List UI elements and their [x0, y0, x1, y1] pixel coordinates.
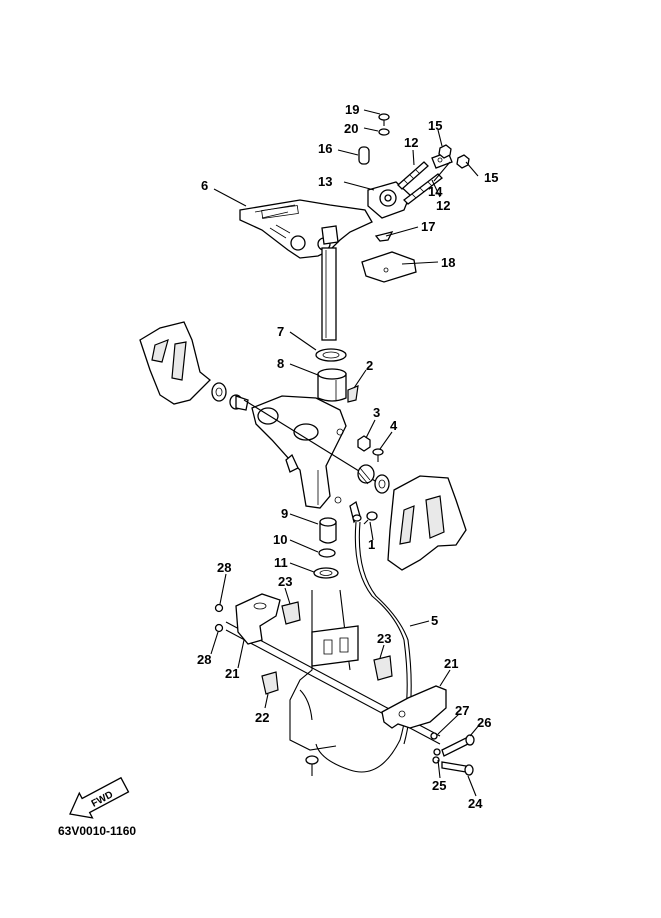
- callout-4: 4: [390, 418, 398, 433]
- callout-22: 22: [255, 710, 269, 725]
- lower-casing: [289, 589, 359, 751]
- callout-15-upper: 15: [428, 118, 442, 133]
- bolt-part-28-upper: [214, 603, 224, 613]
- callout-23-left: 23: [278, 574, 292, 589]
- callout-28-upper: 28: [217, 560, 231, 575]
- nut-part-3: [357, 435, 371, 452]
- callout-8: 8: [277, 356, 284, 371]
- pad-part-23-left: [281, 601, 301, 625]
- plate-part-2: [347, 385, 359, 403]
- callout-24: 24: [468, 796, 483, 811]
- callout-10: 10: [273, 532, 287, 547]
- callout-28-lower: 28: [197, 652, 211, 667]
- fwd-arrow-badge: FWD: [69, 776, 130, 819]
- pad-part-22: [261, 671, 279, 695]
- callout-1: 1: [368, 537, 375, 552]
- bolt-part-26: [441, 734, 475, 757]
- callout-13: 13: [318, 174, 332, 189]
- callout-16: 16: [318, 141, 332, 156]
- leader-lines: [210, 109, 481, 797]
- pin-part-16: [358, 146, 370, 165]
- callout-19: 19: [345, 102, 359, 117]
- washer-right: [374, 474, 390, 494]
- callout-5: 5: [431, 613, 438, 628]
- screw-bottom: [305, 755, 319, 776]
- right-clamp-bracket: [387, 475, 467, 571]
- callout-9: 9: [281, 506, 288, 521]
- washer-part-25: [432, 748, 441, 764]
- callout-15-lower: 15: [484, 170, 498, 185]
- bushing-part-9: [319, 517, 337, 544]
- screw-part-1: [363, 511, 378, 525]
- o-ring-part-10: [318, 548, 336, 558]
- bushing-part-8: [317, 368, 347, 402]
- through-shaft-line: [243, 399, 381, 485]
- bolt-left: [229, 394, 249, 411]
- spring-right: [357, 464, 375, 485]
- swivel-bracket: [251, 395, 347, 509]
- stud-bolt-part-12-upper: [397, 161, 429, 190]
- callout-6: 6: [201, 178, 208, 193]
- callout-12-lower: 12: [436, 198, 450, 213]
- washer-part-27: [430, 732, 438, 740]
- callout-21-right: 21: [444, 656, 458, 671]
- upper-mount-part-13: [367, 181, 411, 219]
- clip-part-17: [374, 231, 394, 242]
- washer-part-20: [378, 128, 390, 136]
- callout-14: 14: [428, 184, 443, 199]
- callout-12-upper: 12: [404, 135, 418, 150]
- screw-part-4: [372, 448, 384, 462]
- bushing-part-11: [313, 567, 339, 579]
- callout-20: 20: [344, 121, 358, 136]
- callout-25: 25: [432, 778, 446, 793]
- callout-11: 11: [274, 555, 288, 570]
- callout-27: 27: [455, 703, 469, 718]
- steering-bracket-part-6: [239, 199, 373, 259]
- callout-21-left: 21: [225, 666, 239, 681]
- callout-2: 2: [366, 358, 373, 373]
- steering-shaft: [321, 247, 337, 341]
- bolt-part-28-lower: [214, 623, 224, 633]
- callout-labels: 19 20 16 12 15 6 13 14 15 12 17 18 7 8 2…: [197, 102, 498, 811]
- callout-17: 17: [421, 219, 435, 234]
- callout-23-right: 23: [377, 631, 391, 646]
- bushing-part-7: [315, 348, 347, 362]
- callout-26: 26: [477, 715, 491, 730]
- ground-lead: [349, 500, 362, 524]
- nut-part-15-lower: [456, 154, 470, 169]
- bolt-part-24: [441, 761, 474, 776]
- pad-part-23-right: [373, 655, 393, 681]
- bolt-part-19: [378, 113, 390, 126]
- plate-part-18: [361, 251, 417, 283]
- callout-18: 18: [441, 255, 455, 270]
- drawing-code: 63V0010-1160: [58, 824, 136, 838]
- callout-7: 7: [277, 324, 284, 339]
- left-clamp-bracket: [139, 321, 211, 405]
- callout-3: 3: [373, 405, 380, 420]
- clamp-part-21-right: [381, 685, 447, 729]
- nut-part-15-upper: [438, 144, 452, 159]
- clamp-part-21-left: [235, 593, 281, 645]
- washer-left: [211, 382, 227, 402]
